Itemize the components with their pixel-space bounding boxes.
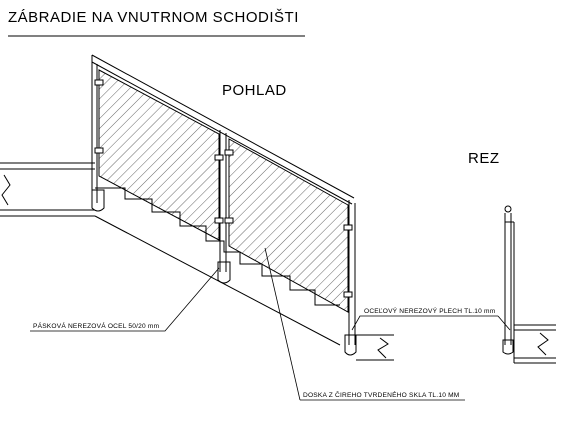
post-right xyxy=(344,200,357,356)
section-label: REZ xyxy=(468,150,500,167)
post-left xyxy=(91,62,105,212)
section-slab xyxy=(513,324,556,364)
floor-slab-left xyxy=(0,162,95,217)
flat-bar-note: PÁSKOVÁ NEREZOVÁ OCEL 50/20 mm xyxy=(33,321,160,330)
glass-clamps xyxy=(94,79,353,298)
glass-panel-note: DOSKA Z ČIREHO TVRDENÉHO SKLA TL.10 MM xyxy=(303,390,460,399)
elevation-label: POHLAD xyxy=(222,82,287,99)
glass-panel-right xyxy=(228,138,349,313)
glass-panel-left xyxy=(98,69,220,241)
drawing-title: ZÁBRADIE NA VNUTRNOM SCHODIŠTI xyxy=(8,9,299,26)
section-railing xyxy=(502,205,515,355)
floor-slab-right xyxy=(356,334,394,361)
handrail xyxy=(91,54,355,205)
steel-plate-note: OCEĽOVÝ NEREZOVÝ PLECH TL.10 mm xyxy=(364,306,496,315)
post-middle xyxy=(217,130,231,284)
leader-lines xyxy=(30,247,511,401)
